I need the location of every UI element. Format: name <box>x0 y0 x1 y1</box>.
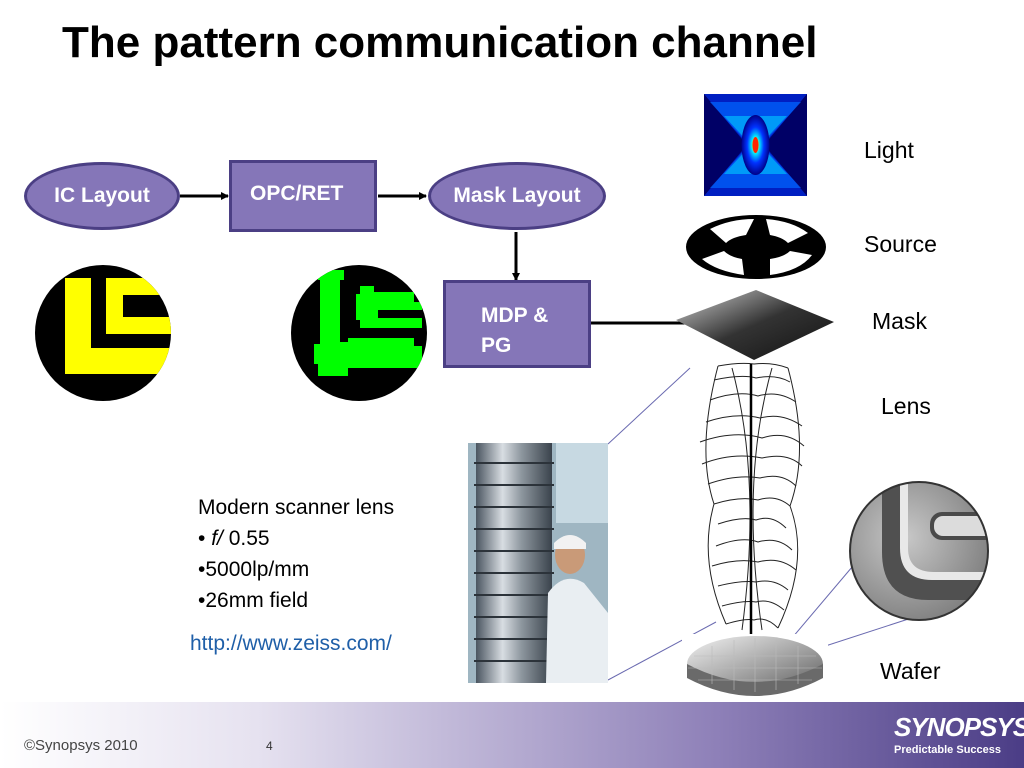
resolution-value: 5000lp/mm <box>205 558 310 581</box>
ic-layout-pattern-icon <box>35 265 171 401</box>
bullet-dot: • <box>198 558 206 581</box>
bullet-dot: • <box>198 589 206 612</box>
mask-layout-node: Mask Layout <box>428 162 606 230</box>
mdp-pg-node: MDP & PG <box>443 280 591 368</box>
opc-ret-label: OPC/RET <box>250 182 344 205</box>
light-label: Light <box>864 137 914 163</box>
mdp-pg-label-line2: PG <box>481 334 512 357</box>
wafer-label: Wafer <box>880 658 941 684</box>
mask-plate-icon <box>676 290 834 360</box>
light-intensity-image <box>704 94 807 196</box>
bullet-resolution: •5000lp/mm <box>198 554 394 585</box>
slide-title: The pattern communication channel <box>62 18 818 67</box>
mask-layout-label: Mask Layout <box>453 184 581 207</box>
mask-label: Mask <box>872 308 927 334</box>
source-label: Source <box>864 231 937 257</box>
lens-notes-heading: Modern scanner lens <box>198 496 395 519</box>
synopsys-logo: SYNOPSYS <box>894 712 1024 742</box>
opc-pattern-icon <box>291 265 427 401</box>
scanner-lens-photo <box>468 443 608 683</box>
wafer-icon <box>682 634 828 710</box>
mdp-pg-label-line1: MDP & <box>481 304 549 327</box>
ic-layout-label: IC Layout <box>54 184 150 207</box>
logo-tagline: Predictable Success <box>894 744 1002 756</box>
callout-line-photo-top <box>607 367 691 445</box>
field-value: 26mm field <box>205 589 309 612</box>
source-aperture-icon <box>686 215 826 279</box>
bullet-dot: • <box>198 527 206 550</box>
lens-label: Lens <box>881 393 931 419</box>
bullet-f-number: • f/ 0.55 <box>198 523 394 554</box>
zeiss-link[interactable]: http://www.zeiss.com/ <box>190 632 392 655</box>
wafer-feature-zoom <box>849 481 989 621</box>
lens-stack-diagram <box>699 362 805 648</box>
callout-line-photo-bottom <box>607 621 717 681</box>
bullet-field: •26mm field <box>198 585 394 616</box>
f-number-value: 0.55 <box>222 527 270 550</box>
footer-copyright: ©Synopsys 2010 <box>24 737 138 754</box>
footer-bar <box>0 702 1024 768</box>
f-number-prefix: f/ <box>211 527 223 550</box>
page-number: 4 <box>266 739 273 753</box>
scanner-lens-notes: Modern scanner lens • f/ 0.55 •5000lp/mm… <box>198 492 394 616</box>
ic-layout-node: IC Layout <box>24 162 180 230</box>
opc-ret-node: OPC/RET <box>229 160 377 232</box>
